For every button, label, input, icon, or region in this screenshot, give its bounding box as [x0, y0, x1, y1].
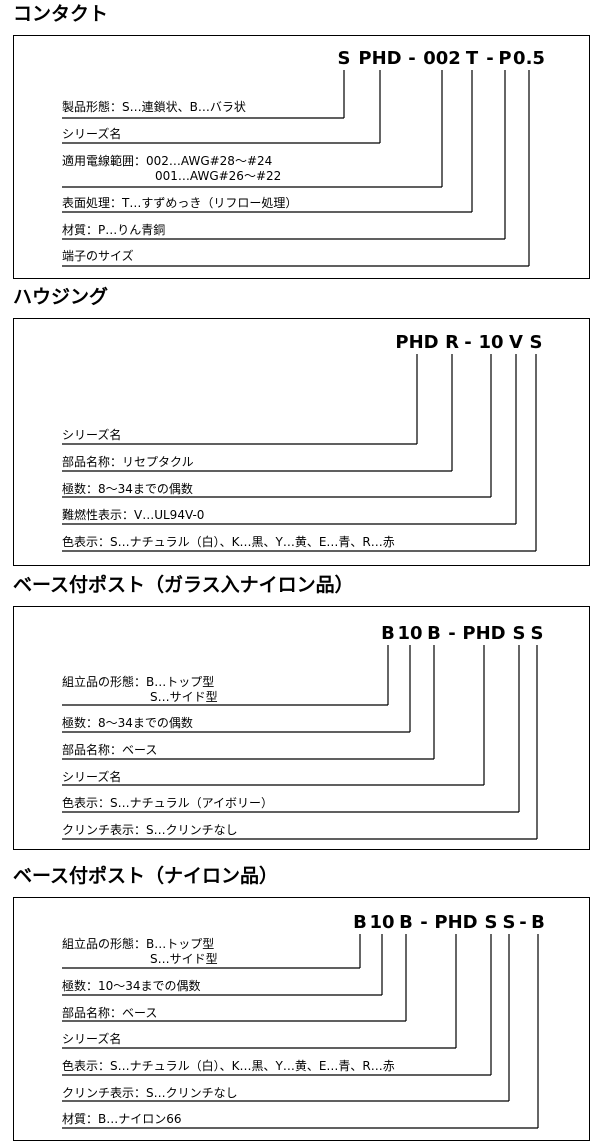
row-label: 表面処理：T…すずめっき（リフロー処理）	[62, 196, 298, 210]
section-title-base-post-glass: ベース付ポスト（ガラス入ナイロン品）	[13, 574, 354, 596]
row-label: クリンチ表示：S…クリンチなし	[62, 823, 238, 837]
row-label: 製品形態：S…連鎖状、B…バラ状	[62, 100, 246, 114]
row-label: 部品名称：ベース	[62, 743, 158, 757]
code-part: S	[530, 623, 544, 644]
row-label-sub: 001…AWG#26〜#22	[155, 169, 282, 183]
row-label: 部品名称：ベース	[62, 1006, 158, 1020]
row-label-sub: S…サイド型	[150, 690, 218, 704]
row-label: 端子のサイズ	[62, 249, 134, 263]
code-part: T	[465, 48, 479, 69]
row-label: シリーズ名	[62, 1032, 122, 1046]
diagram-box-base-post-glass	[13, 606, 590, 850]
row-label: 材質：B…ナイロン66	[62, 1112, 182, 1126]
row-label: シリーズ名	[62, 770, 122, 784]
row-label: クリンチ表示：S…クリンチなし	[62, 1086, 238, 1100]
row-label: 難燃性表示：V…UL94V-0	[62, 508, 205, 522]
row-label: 極数：8〜34までの偶数	[62, 482, 193, 496]
row-label: 組立品の形態：B…トップ型	[62, 937, 215, 951]
code-part: 10	[478, 332, 504, 353]
code-part: S	[529, 332, 543, 353]
diagram-box-housing	[13, 318, 590, 566]
row-label: 組立品の形態：B…トップ型	[62, 675, 215, 689]
diagram-box-contact	[13, 35, 590, 279]
row-label: 極数：8〜34までの偶数	[62, 716, 193, 730]
code-part: -	[420, 912, 428, 933]
row-label: 部品名称：リセプタクル	[62, 455, 194, 469]
code-part: V	[509, 332, 523, 353]
section-title-housing: ハウジング	[13, 286, 109, 308]
section-title-contact: コンタクト	[13, 3, 109, 25]
row-label-sub: S…サイド型	[150, 952, 218, 966]
row-label: 適用電線範囲：002…AWG#28〜#24	[62, 154, 273, 168]
code-part: B	[531, 912, 545, 933]
code-part: B	[381, 623, 395, 644]
code-part: PHD	[462, 623, 506, 644]
code-part: PHD	[434, 912, 478, 933]
row-label: シリーズ名	[62, 428, 122, 442]
code-part: PHD	[395, 332, 439, 353]
code-part: B	[399, 912, 413, 933]
row-label: 色表示：S…ナチュラル（白）、K…黒、Y…黄、E…青、R…赤	[62, 1059, 395, 1073]
row-label: シリーズ名	[62, 127, 122, 141]
row-label: 色表示：S…ナチュラル（アイボリー）	[62, 796, 274, 810]
code-part: P	[498, 48, 512, 69]
code-part: -	[464, 332, 472, 353]
code-part: R	[445, 332, 459, 353]
code-part: 10	[397, 623, 423, 644]
code-part: B	[427, 623, 441, 644]
code-part: S	[484, 912, 498, 933]
diagram-box-base-post-nylon	[13, 897, 590, 1141]
code-part: B	[353, 912, 367, 933]
code-part: -	[519, 912, 527, 933]
row-label: 色表示：S…ナチュラル（白）、K…黒、Y…黄、E…青、R…赤	[62, 535, 395, 549]
code-part: 10	[369, 912, 395, 933]
code-part: -	[486, 48, 494, 69]
code-part: S	[512, 623, 526, 644]
row-label: 極数：10〜34までの偶数	[62, 979, 201, 993]
code-part: 0.5	[513, 48, 545, 69]
code-part: 002	[423, 48, 461, 69]
row-label: 材質：P…りん青銅	[62, 223, 166, 237]
code-part: S	[337, 48, 351, 69]
code-part: PHD	[358, 48, 402, 69]
code-part: S	[502, 912, 516, 933]
section-title-base-post-nylon: ベース付ポスト（ナイロン品）	[13, 865, 279, 887]
code-part: -	[448, 623, 456, 644]
code-part: -	[408, 48, 416, 69]
